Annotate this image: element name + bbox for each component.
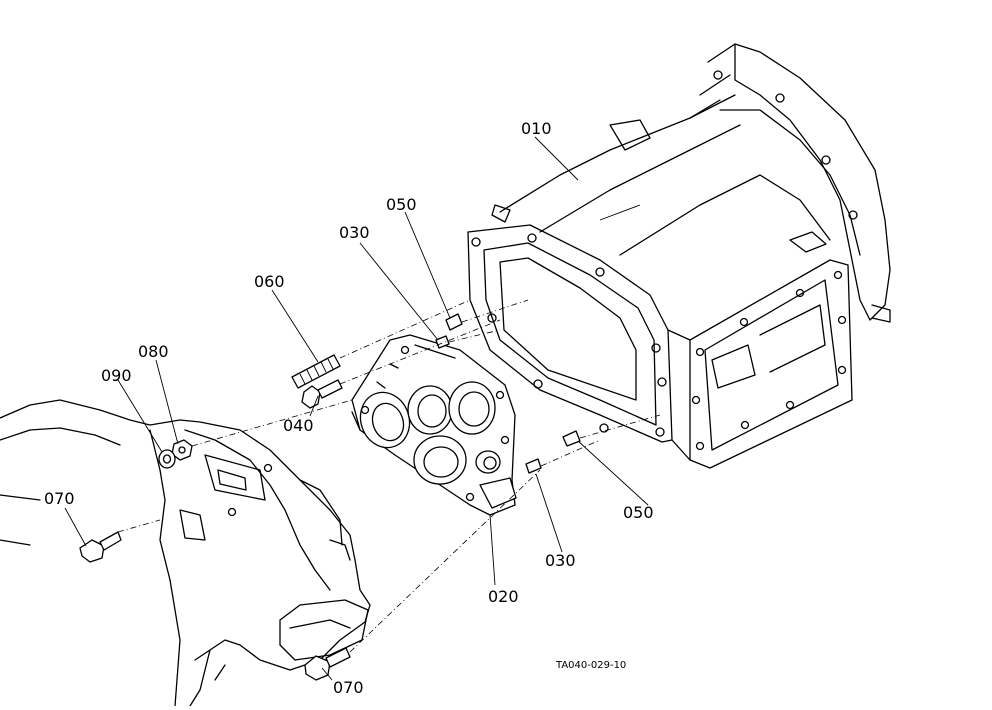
label-040: 040 (283, 416, 314, 435)
bolt-040 (301, 379, 343, 409)
part-labels: 010 020 030 030 040 050 050 060 070 070 … (44, 119, 654, 697)
dowel-pin-030-lower (525, 458, 542, 474)
clutch-housing (0, 399, 371, 707)
label-030-lower: 030 (545, 551, 576, 570)
dowel-pin-050-lower (562, 430, 581, 447)
transmission-case (467, 43, 891, 469)
bolt-070-left (79, 531, 122, 563)
label-050-lower: 050 (623, 503, 654, 522)
stud-bolt-060 (291, 354, 341, 389)
label-070-bottom: 070 (333, 678, 364, 697)
label-030-upper: 030 (339, 223, 370, 242)
dowel-pin-050-upper (445, 313, 463, 331)
bolt-070-bottom (304, 647, 351, 681)
label-090: 090 (101, 366, 132, 385)
dowel-pin-030-upper (435, 335, 450, 349)
front-cover-plate (351, 334, 517, 516)
label-060: 060 (254, 272, 285, 291)
label-080: 080 (138, 342, 169, 361)
assembly-lines (117, 299, 661, 653)
figure-code: TA040-029-10 (555, 660, 626, 671)
washer-090 (158, 449, 176, 469)
label-010: 010 (521, 119, 552, 138)
label-020: 020 (488, 587, 519, 606)
label-070-left: 070 (44, 489, 75, 508)
label-050-upper: 050 (386, 195, 417, 214)
leader-lines (64, 136, 649, 681)
